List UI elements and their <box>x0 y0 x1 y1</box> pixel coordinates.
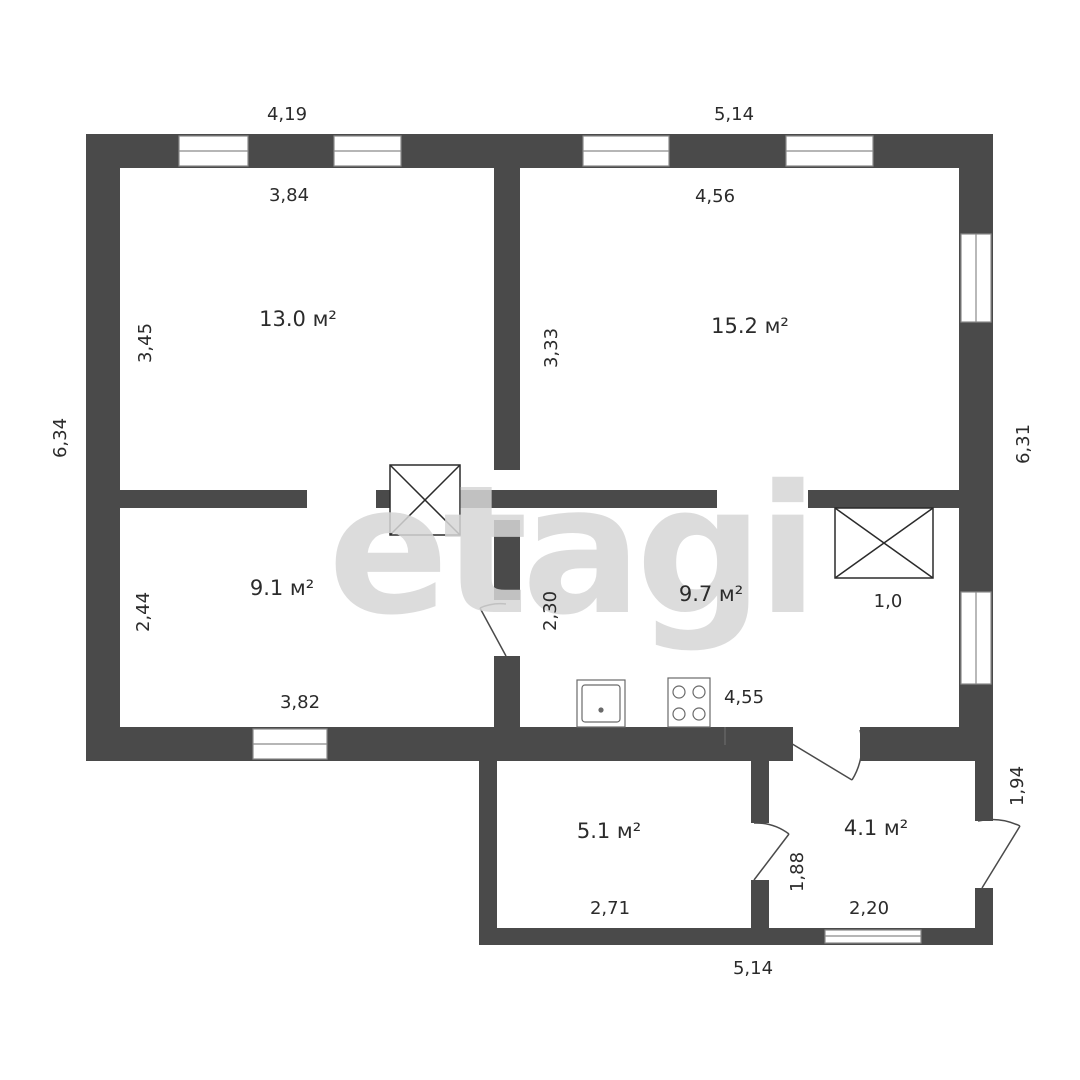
dim-bedroom2-width: 4,56 <box>695 186 735 207</box>
dim-outer-left: 6,34 <box>50 418 71 458</box>
dim-storage-width: 2,71 <box>590 898 630 919</box>
dim-bedroom1-height: 3,45 <box>135 323 156 363</box>
area-storage: 5.1 м² <box>577 819 641 843</box>
watermark: etagi <box>328 447 812 654</box>
dim-kitchen-height: 2,30 <box>540 591 561 631</box>
area-bedroom-1: 13.0 м² <box>259 307 337 331</box>
dim-hall-height: 1,88 <box>787 852 808 892</box>
dim-outer-bottom: 5,14 <box>733 958 773 979</box>
dim-bedroom1-width: 3,84 <box>269 185 309 206</box>
area-bedroom-2: 15.2 м² <box>711 314 789 338</box>
shafts <box>389 464 934 579</box>
area-room-3: 9.1 м² <box>250 576 314 600</box>
doors <box>479 602 1021 889</box>
dim-outer-top-left: 4,19 <box>267 104 307 125</box>
walls <box>86 134 993 945</box>
dim-shaft: 1,0 <box>874 591 903 612</box>
dim-outer-right: 6,31 <box>1013 424 1034 464</box>
stove <box>667 677 711 728</box>
dim-room3-height: 2,44 <box>133 592 154 632</box>
area-hall: 4.1 м² <box>844 816 908 840</box>
windows <box>178 135 992 944</box>
dim-outer-right-lower: 1,94 <box>1007 766 1028 806</box>
dim-bedroom2-height: 3,33 <box>541 328 562 368</box>
dim-room3-width: 3,82 <box>280 692 320 713</box>
fixtures <box>576 677 726 745</box>
dim-outer-top-right: 5,14 <box>714 104 754 125</box>
dim-kitchen-width: 4,55 <box>724 687 764 708</box>
area-kitchen: 9.7 м² <box>679 582 743 606</box>
dim-hall-width: 2,20 <box>849 898 889 919</box>
